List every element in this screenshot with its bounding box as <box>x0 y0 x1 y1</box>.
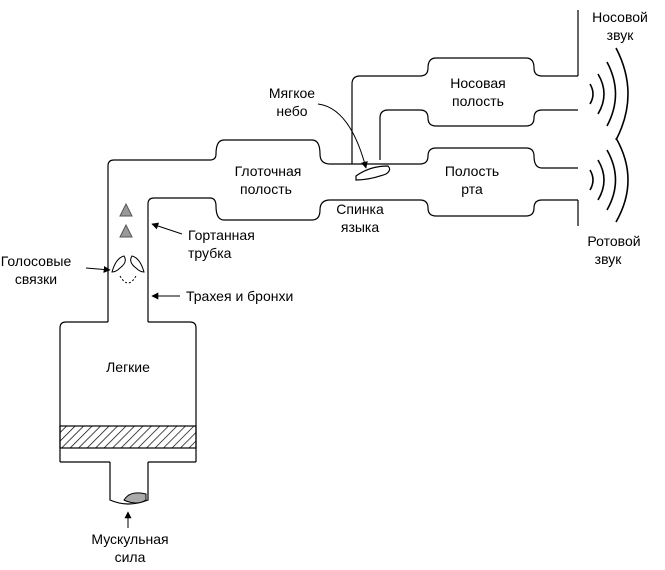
lungs-label: Легкие <box>106 359 150 375</box>
soft-palate-pointer <box>317 103 368 169</box>
muscle-force-label: сила <box>115 549 146 565</box>
piston-rod <box>109 462 149 505</box>
nasal-tract <box>351 57 578 164</box>
trachea-tube <box>107 139 578 322</box>
trachea-label: Трахея и бронхи <box>186 288 293 304</box>
diaphragm-piston <box>59 425 197 449</box>
soft-palate-label: небо <box>276 103 307 119</box>
nasal-sound-label: звук <box>607 27 635 43</box>
oral-sound-label: Ротовой <box>587 233 640 249</box>
lungs-chamber <box>59 321 197 463</box>
nasal-sound-waves <box>589 47 629 141</box>
oral-sound-label: звук <box>595 251 623 267</box>
airflow-pulse-icon <box>119 202 133 217</box>
vocal-cords-pointer <box>85 265 111 273</box>
soft-palate <box>340 163 391 181</box>
muscle-force-label: Мускульная <box>91 531 168 547</box>
airflow-pulse-icon <box>119 223 133 238</box>
oral-sound-waves <box>589 137 629 223</box>
larynx-label: Гортанная <box>188 227 255 243</box>
vocal-cords-label: связки <box>15 271 57 287</box>
soft-palate-label: Мягкое <box>269 85 315 101</box>
tongue-label: Спинка <box>336 201 384 217</box>
nasal-sound-label: Носовой <box>592 9 648 25</box>
larynx-label: трубка <box>188 245 232 261</box>
vocal-cords <box>111 255 145 284</box>
pharynx-label: Глоточная <box>235 163 302 179</box>
mouth-label: рта <box>461 181 483 197</box>
vocal-cords-label: Голосовые <box>1 253 72 269</box>
larynx-pointer <box>151 222 183 235</box>
nasal-cavity-label: полость <box>452 93 504 109</box>
tongue-label: языка <box>341 219 379 235</box>
pharynx-label: полость <box>240 181 292 197</box>
nasal-cavity-label: Носовая <box>450 75 506 91</box>
mouth-label: Полость <box>445 163 499 179</box>
